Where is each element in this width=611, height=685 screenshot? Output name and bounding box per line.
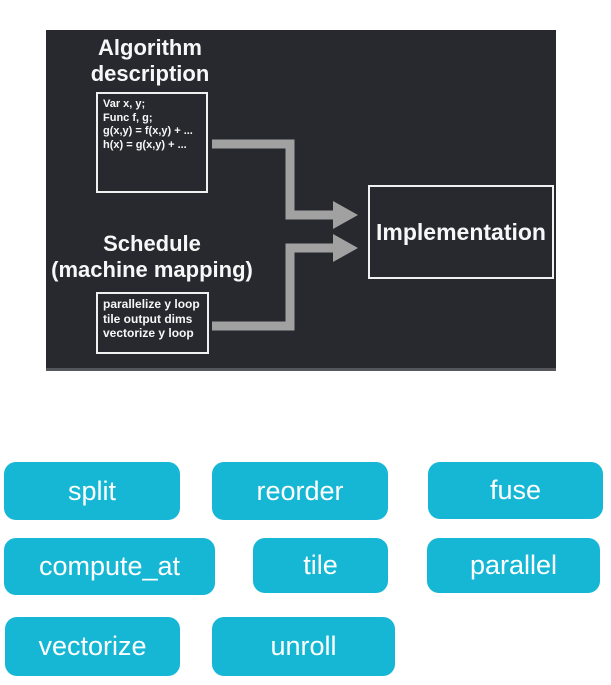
fuse-button[interactable]: fuse: [428, 462, 603, 519]
parallel-button[interactable]: parallel: [427, 538, 600, 593]
arrow-algorithm-to-implementation-icon: [212, 139, 358, 229]
compute-at-button[interactable]: compute_at: [4, 538, 215, 595]
split-button[interactable]: split: [4, 462, 180, 520]
schedule-heading: Schedule (machine mapping): [51, 231, 253, 282]
reorder-button[interactable]: reorder: [212, 462, 388, 520]
algorithm-code-box: Var x, y; Func f, g; g(x,y) = f(x,y) + .…: [96, 92, 208, 193]
vectorize-button[interactable]: vectorize: [5, 617, 180, 676]
tile-button[interactable]: tile: [253, 538, 388, 593]
schedule-code-box: parallelize y loop tile output dims vect…: [96, 292, 209, 354]
arrow-layer: [212, 139, 358, 331]
algorithm-description-heading: Algorithm description: [90, 35, 210, 86]
arrow-schedule-to-implementation-icon: [212, 234, 358, 331]
implementation-label: Implementation: [376, 218, 546, 245]
unroll-button[interactable]: unroll: [212, 617, 395, 676]
implementation-box: Implementation: [368, 185, 554, 279]
diagram-panel: Algorithm description Var x, y; Func f, …: [46, 30, 556, 371]
